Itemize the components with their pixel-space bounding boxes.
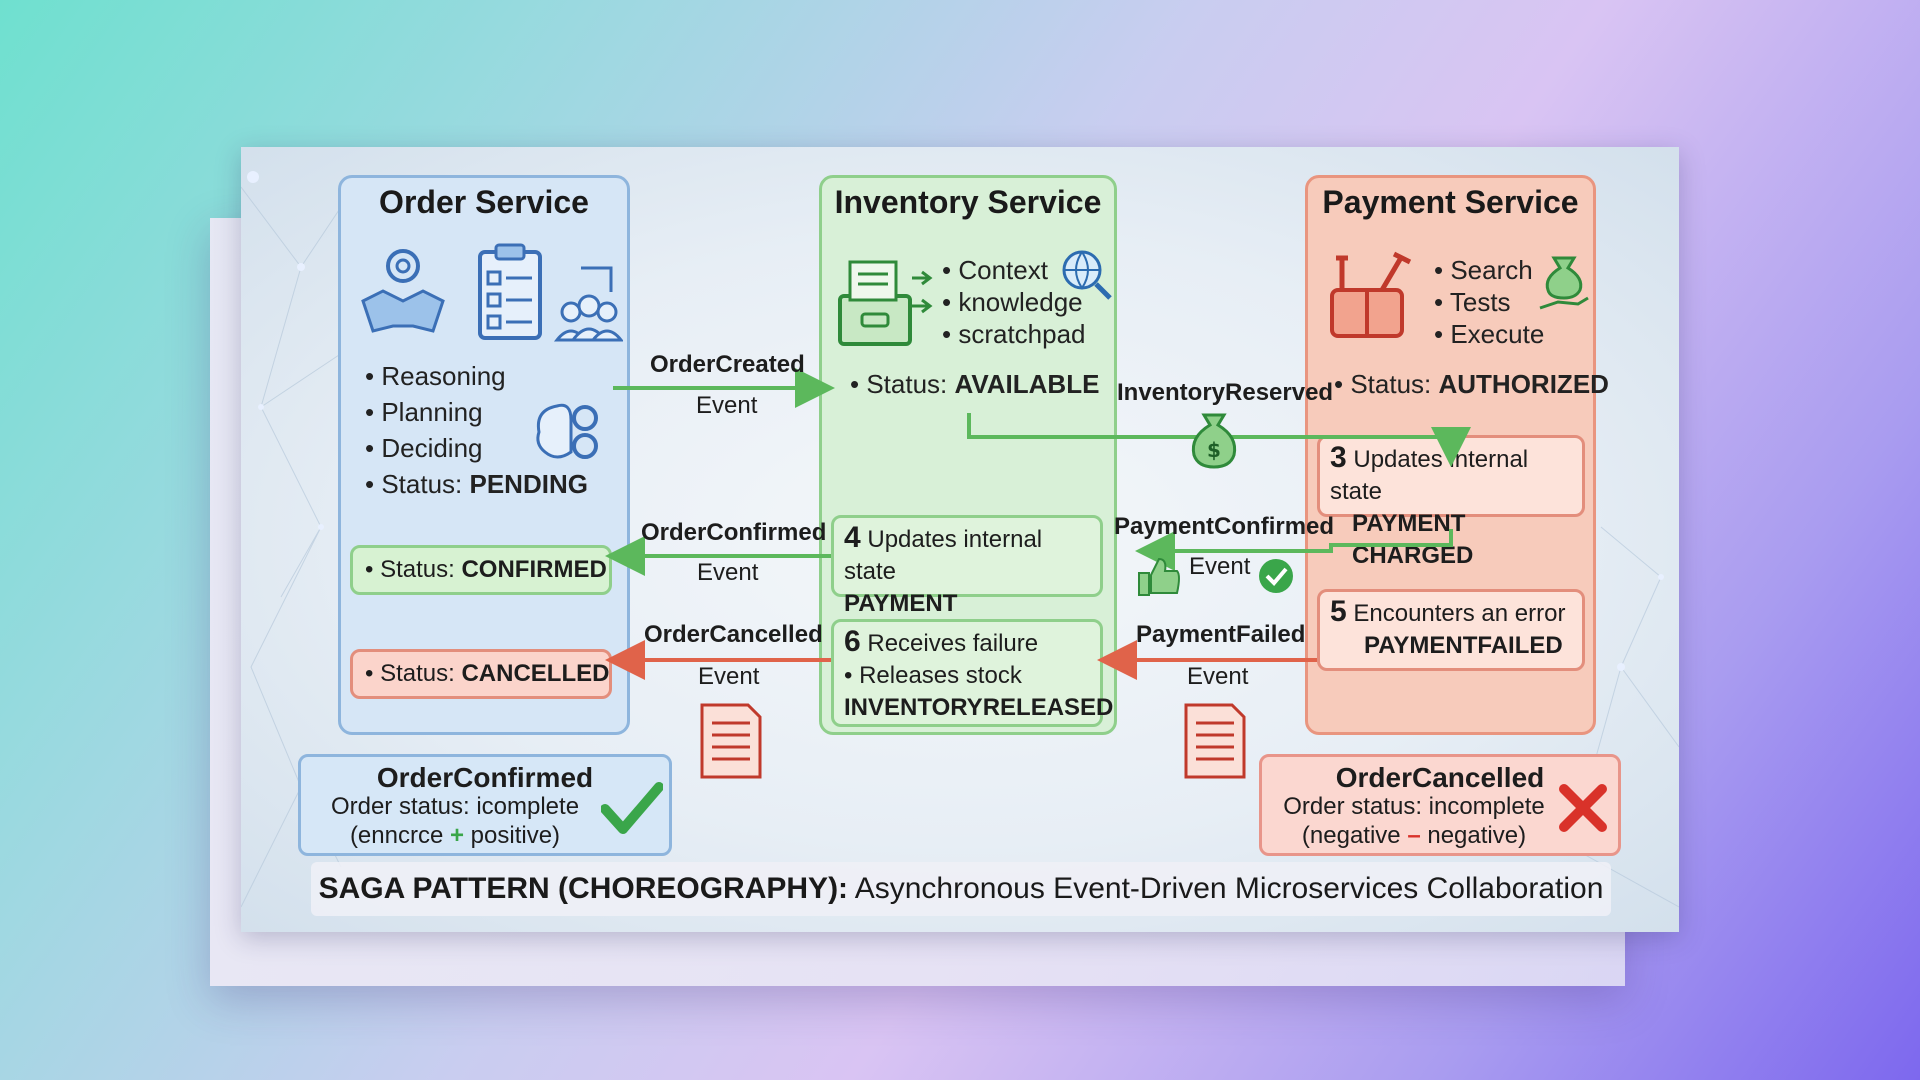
inventory-service-title: Inventory Service [834,184,1102,220]
inventory-bullet-scratchpad: • scratchpad [942,319,1086,349]
payment-failed-label: PaymentFailed [1136,621,1306,648]
order-bullet-deciding: • Deciding [365,433,483,463]
thumbs-up-icon [1138,557,1180,596]
payment-service-title: Payment Service [1322,184,1579,220]
payment-bullet-search: • Search [1434,255,1533,285]
order-cancelled-event: Event [698,663,760,690]
order-created-label: OrderCreated [650,351,805,378]
order-status-pending: • Status: PENDING [365,469,588,499]
check-circle-icon [1259,559,1293,593]
checkmark-icon [601,782,663,834]
inventory-status: • Status: AVAILABLE [850,369,1100,399]
inventory-step6-box: 6 Receives failure • Releases stock INVE… [831,619,1113,727]
payment-confirmed-label: PaymentConfirmed [1114,513,1335,540]
payment-status: • Status: AUTHORIZED [1334,369,1609,399]
svg-text:$: $ [1207,438,1221,462]
order-bullet-reasoning: • Reasoning [365,361,506,391]
brain-gears-icon [536,403,598,459]
inventory-bullets: • Context • knowledge • scratchpad [942,254,1086,350]
result-order-cancelled: OrderCancelled Order status: incomplete … [1259,754,1621,856]
diagram-caption: SAGA PATTERN (CHOREOGRAPHY): Asynchronou… [311,862,1611,916]
order-service-panel: Order Service • Reasoning • Planning [338,175,630,735]
payment-bullets: • Search • Tests • Execute [1434,254,1544,350]
order-status-cancelled-box: • Status: CANCELLED [350,649,612,699]
globe-search-icon [1062,250,1112,300]
document-icon [1184,703,1246,779]
payment-bullet-tests: • Tests [1434,287,1511,317]
order-bullet-planning: • Planning [365,397,483,427]
inventory-bullet-knowledge: • knowledge [942,287,1083,317]
document-icon [700,703,762,779]
money-bag-icon: $ [1191,413,1237,469]
order-confirmed-event: Event [697,559,759,586]
order-created-event: Event [696,392,758,419]
result-order-confirmed: OrderConfirmed Order status: icomplete (… [298,754,672,856]
checklist-icon [478,243,542,340]
cross-icon [1559,784,1607,832]
payment-step5-box: 5 Encounters an error PAYMENTFAILED [1317,589,1585,671]
tools-icon [1330,251,1412,338]
payment-confirmed-arrow [1135,529,1453,571]
inventory-reserved-label: InventoryReserved [1117,379,1334,406]
payment-failed-event: Event [1187,663,1249,690]
payment-confirmed-event: Event [1189,553,1251,580]
gear-handshake-icon [361,249,445,333]
order-service-title: Order Service [379,184,589,220]
payment-bullet-execute: • Execute [1434,319,1545,349]
file-cabinet-icon [838,260,933,346]
order-status-confirmed-box: • Status: CONFIRMED [350,545,612,595]
order-confirmed-label: OrderConfirmed [641,519,827,546]
order-bullets: • Reasoning • Planning • Deciding • Stat… [365,358,588,502]
flow-arrows [605,368,1471,680]
inventory-bullet-context: • Context [942,255,1048,285]
diagram-canvas: Order Service • Reasoning • Planning [241,147,1679,932]
team-icon [553,266,623,342]
order-cancelled-label: OrderCancelled [644,621,823,648]
money-bag-hand-icon [1539,256,1589,310]
